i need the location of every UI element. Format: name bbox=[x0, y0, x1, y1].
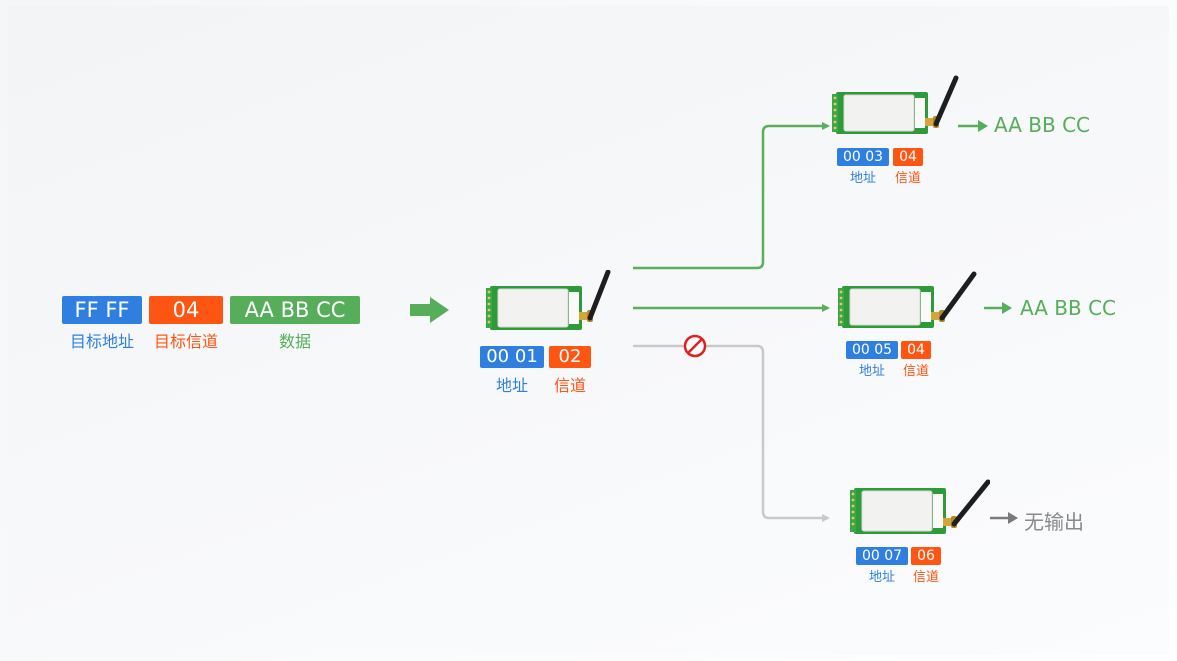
receiver-2-lora-module-icon bbox=[838, 271, 977, 328]
target-channel-badge: 04 bbox=[149, 296, 223, 324]
path-to-receiver-3 bbox=[633, 344, 830, 522]
sender-address-badge: 00 01 bbox=[480, 346, 544, 368]
receiver-3-lora-module-icon bbox=[850, 479, 990, 534]
receiver-3-address-badge: 00 07 bbox=[856, 547, 908, 565]
output-arrow-icon-3 bbox=[990, 512, 1018, 524]
target-address-caption: 目标地址 bbox=[69, 332, 134, 351]
receiver-1-output: AA BB CC bbox=[994, 113, 1091, 137]
receiver-1-channel-caption: 信道 bbox=[894, 171, 921, 186]
receiver-3-output: 无输出 bbox=[1024, 510, 1084, 534]
data-caption: 数据 bbox=[278, 332, 311, 351]
output-arrow-icon-2 bbox=[984, 302, 1012, 314]
no-entry-icon bbox=[683, 334, 707, 358]
receiver-2-output: AA BB CC bbox=[1020, 296, 1117, 320]
sender-channel-caption: 信道 bbox=[553, 376, 586, 395]
receiver-1-address-badge: 00 03 bbox=[837, 148, 889, 166]
sender-address-caption: 地址 bbox=[495, 376, 528, 395]
receiver-3-address-caption: 地址 bbox=[868, 570, 895, 585]
receiver-1-address-caption: 地址 bbox=[849, 171, 876, 186]
target-address-badge: FF FF bbox=[62, 296, 142, 324]
data-badge: AA BB CC bbox=[230, 296, 360, 324]
receiver-3-channel-caption: 信道 bbox=[912, 570, 939, 585]
path-to-receiver-1 bbox=[633, 122, 830, 270]
output-arrow-icon-1 bbox=[958, 120, 988, 132]
receiver-2-channel-caption: 信道 bbox=[902, 364, 929, 379]
receiver-1-lora-module-icon bbox=[832, 75, 959, 134]
receiver-2-address-badge: 00 05 bbox=[846, 341, 898, 359]
target-channel-caption: 目标信道 bbox=[153, 332, 218, 351]
receiver-2-address-caption: 地址 bbox=[858, 364, 885, 379]
receiver-2-channel-badge: 04 bbox=[901, 341, 931, 359]
receiver-1-channel-badge: 04 bbox=[893, 148, 923, 166]
receiver-3-channel-badge: 06 bbox=[911, 547, 941, 565]
sender-lora-module-icon bbox=[486, 270, 611, 330]
diagram-frame bbox=[8, 6, 1169, 655]
send-arrow-icon bbox=[410, 297, 449, 323]
sender-channel-badge: 02 bbox=[549, 346, 591, 368]
